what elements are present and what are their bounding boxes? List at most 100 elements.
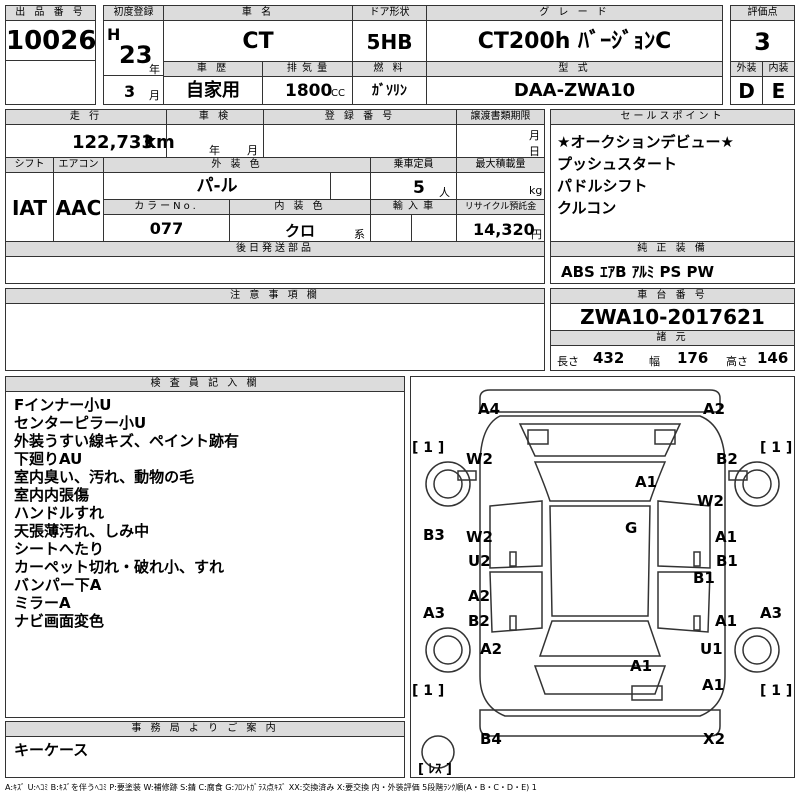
later-parts-body — [5, 256, 545, 284]
office-text: キーケース — [14, 741, 89, 759]
inspection-label: 車 検 — [166, 109, 264, 125]
mileage-label: 走 行 — [5, 109, 167, 125]
reg-year: 23 — [119, 41, 153, 69]
mark-hood: A1 — [635, 473, 658, 491]
transfer-cell: 月 日 — [456, 124, 545, 158]
int-color-unit: 系 — [354, 228, 365, 241]
inspector-line-5: 室内臭い、汚れ、動物の毛 — [14, 468, 195, 486]
mark-front-bumper-right: A2 — [703, 400, 726, 418]
sales-point-2: プッシュスタート — [557, 155, 678, 173]
month-unit: 月 — [149, 89, 160, 102]
int-color-value: クロ — [285, 222, 316, 240]
import-cell-b — [411, 214, 457, 242]
reg-no-cell — [263, 124, 457, 158]
mark-rear-bumper-right: X2 — [703, 730, 726, 748]
recycle-value: 14,320 — [473, 220, 535, 239]
dimensions-cell: 長さ 432 幅 176 高さ 146 — [550, 345, 795, 371]
displacement-unit: CC — [331, 88, 345, 99]
displacement-value: 1800 — [285, 81, 333, 101]
mark-rear-door-left-lower: B2 — [468, 612, 490, 630]
ext-color-label: 外 装 色 — [103, 157, 371, 173]
sales-points-body: ★オークションデビュー★ プッシュスタート パドルシフト クルコン — [550, 124, 795, 242]
max-load-unit: kg — [529, 184, 543, 197]
tire-icon — [425, 461, 780, 673]
mileage-unit: km — [144, 132, 175, 153]
transfer-day-unit: 日 — [529, 145, 540, 158]
reg-no-label: 登 録 番 号 — [263, 109, 457, 125]
width-value: 176 — [677, 349, 709, 367]
mark-front-fender-left: W2 — [466, 450, 493, 468]
notes-label: 注 意 事 項 欄 — [5, 288, 545, 304]
mark-front-door-right: A1 — [715, 528, 738, 546]
tire-rear-right: [ 1 ] — [760, 683, 793, 699]
spare-tire-icon — [421, 735, 455, 769]
import-label: 輸 入 車 — [370, 199, 457, 215]
shift-label: シフト — [5, 157, 54, 173]
inspector-line-1: Fインナー小U — [14, 396, 112, 414]
legend: A:ｷｽﾞ U:ﾍｺﾐ B:ｷｽﾞを伴うﾍｺﾐ P:要塗装 W:補修跡 S:錆 … — [5, 783, 537, 792]
mark-rear-door-left: A2 — [468, 587, 491, 605]
inspector-line-2: センターピラー小U — [14, 414, 147, 432]
height-label: 高さ — [726, 355, 748, 368]
inspector-line-6: 室内内張傷 — [14, 486, 90, 504]
inspector-line-3: 外装うすい線キズ、ペイント跡有 — [14, 432, 240, 450]
interior-grade: E — [762, 76, 795, 105]
mark-trunk: A1 — [630, 657, 653, 675]
mark-right-rocker: A3 — [760, 604, 783, 622]
length-value: 432 — [593, 349, 625, 367]
mark-rear-fender-left: A2 — [480, 640, 503, 658]
grade-label: グ レ ー ド — [426, 5, 723, 21]
lot-no-label: 出 品 番 号 — [5, 5, 96, 21]
car-diagram — [421, 389, 780, 769]
color-no-value: 077 — [103, 214, 230, 242]
mark-front-fender-right: B2 — [716, 450, 738, 468]
sales-point-1: ★オークションデビュー★ — [557, 133, 734, 151]
later-parts-label: 後日発送部品 — [5, 241, 545, 257]
door-label: ドア形状 — [352, 5, 427, 21]
mark-rear-quarter-right: A1 — [702, 676, 725, 694]
int-color-cell: クロ 系 — [229, 214, 371, 242]
mark-rear-door-right: A1 — [715, 612, 738, 630]
year-unit: 年 — [149, 63, 160, 76]
insp-year-unit: 年 — [209, 144, 220, 157]
mark-center-right: B1 — [693, 569, 715, 587]
mark-pillar-right: B1 — [716, 552, 738, 570]
tire-front-right: [ 1 ] — [760, 440, 793, 456]
import-cell-a — [370, 214, 412, 242]
car-outline-icon — [457, 389, 748, 737]
displacement-cell: 1800 CC — [262, 76, 353, 105]
spare-tire-label: [ ﾚｽ ] — [418, 762, 452, 777]
grade-value: CT200h ﾊﾞｰｼﾞｮﾝC — [426, 20, 723, 62]
inspector-line-12: ミラーA — [14, 594, 71, 612]
car-diagram-frame — [410, 376, 795, 778]
max-load-cell: kg — [456, 172, 545, 200]
sales-point-4: クルコン — [557, 199, 617, 217]
first-reg-month-cell: 3 月 — [103, 75, 164, 105]
tire-front-left: [ 1 ] — [412, 440, 445, 456]
score-value: 3 — [730, 20, 795, 62]
ext-color-blank — [330, 172, 371, 200]
car-name: CT — [163, 20, 353, 62]
inspector-label: 検 査 員 記 入 欄 — [5, 376, 405, 392]
score-label: 評価点 — [730, 5, 795, 21]
inspector-line-4: 下廻りAU — [14, 450, 83, 468]
era: H — [107, 25, 121, 44]
ext-color-value: パ-ル — [103, 172, 331, 200]
inspector-line-10: カーペット切れ・破れ小、すれ — [14, 558, 225, 576]
mark-front-bumper-left: A4 — [478, 400, 501, 418]
inspector-body: Fインナー小U センターピラー小U 外装うすい線キズ、ペイント跡有 下廻りAU … — [5, 391, 405, 718]
mark-windshield: G — [625, 519, 638, 537]
color-no-label: カラーNo. — [103, 199, 230, 215]
max-load-label: 最大積載量 — [456, 157, 545, 173]
aircon-label: エアコン — [53, 157, 104, 173]
reg-month: 3 — [124, 82, 136, 101]
width-label: 幅 — [649, 355, 660, 368]
genuine-items: ABS ｴｱB ｱﾙﾐ PS PW — [561, 263, 715, 281]
inspector-line-9: シートへたり — [14, 540, 105, 558]
chassis-label: 車 台 番 号 — [550, 288, 795, 304]
model-value: DAA-ZWA10 — [426, 76, 723, 105]
aircon-value: AAC — [53, 172, 104, 242]
model-label: 型 式 — [426, 61, 723, 77]
mark-left-side: B3 — [423, 526, 445, 544]
dimensions-label: 諸 元 — [550, 330, 795, 346]
